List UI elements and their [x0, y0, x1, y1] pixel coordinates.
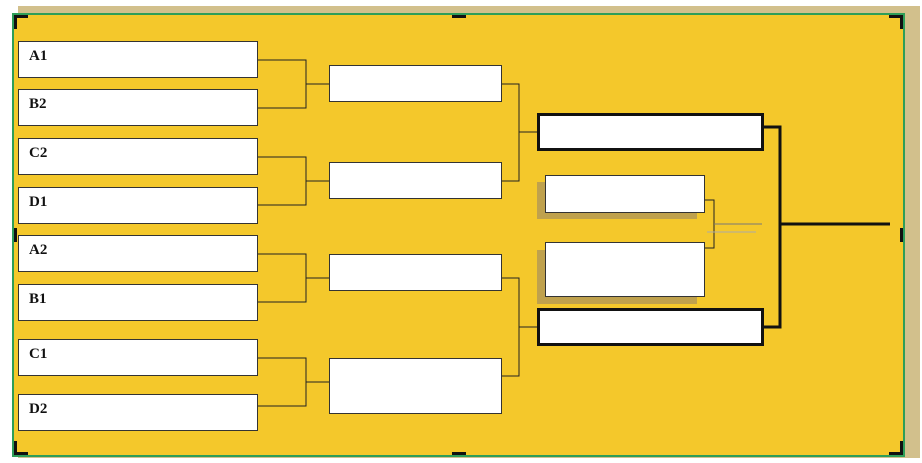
round2-slot[interactable]: [329, 358, 502, 414]
resize-handle-bottom-mid[interactable]: [452, 452, 466, 455]
round2-slot[interactable]: [329, 162, 502, 199]
resize-handle-bottom-left[interactable]: [14, 441, 17, 455]
resize-handle-top-left[interactable]: [14, 15, 28, 18]
resize-handle-mid-right[interactable]: [900, 228, 903, 242]
resize-handle-mid-left[interactable]: [14, 228, 17, 242]
team-slot[interactable]: A2: [18, 235, 258, 272]
resize-handle-top-left[interactable]: [14, 15, 17, 29]
resize-handle-bottom-left[interactable]: [14, 452, 28, 455]
resize-handle-top-right[interactable]: [889, 15, 903, 18]
round2-slot[interactable]: [329, 65, 502, 102]
third-place-slot[interactable]: [545, 175, 705, 213]
team-slot[interactable]: A1: [18, 41, 258, 78]
team-label: C2: [29, 145, 48, 161]
team-label: B2: [29, 96, 47, 112]
resize-handle-bottom-right[interactable]: [889, 452, 903, 455]
semifinal-slot[interactable]: [537, 308, 764, 346]
team-label: B1: [29, 291, 47, 307]
team-label: A1: [29, 48, 48, 64]
team-slot[interactable]: C2: [18, 138, 258, 175]
team-label: D1: [29, 194, 48, 210]
resize-handle-top-mid[interactable]: [452, 15, 466, 18]
semifinal-slot[interactable]: [537, 113, 764, 151]
third-place-slot[interactable]: [545, 242, 705, 297]
resize-handle-bottom-right[interactable]: [900, 441, 903, 455]
round2-slot[interactable]: [329, 254, 502, 291]
team-label: C1: [29, 346, 48, 362]
team-slot[interactable]: B2: [18, 89, 258, 126]
team-slot[interactable]: B1: [18, 284, 258, 321]
resize-handle-top-right[interactable]: [900, 15, 903, 29]
team-label: A2: [29, 242, 48, 258]
team-slot[interactable]: D1: [18, 187, 258, 224]
team-slot[interactable]: C1: [18, 339, 258, 376]
team-label: D2: [29, 401, 48, 417]
team-slot[interactable]: D2: [18, 394, 258, 431]
